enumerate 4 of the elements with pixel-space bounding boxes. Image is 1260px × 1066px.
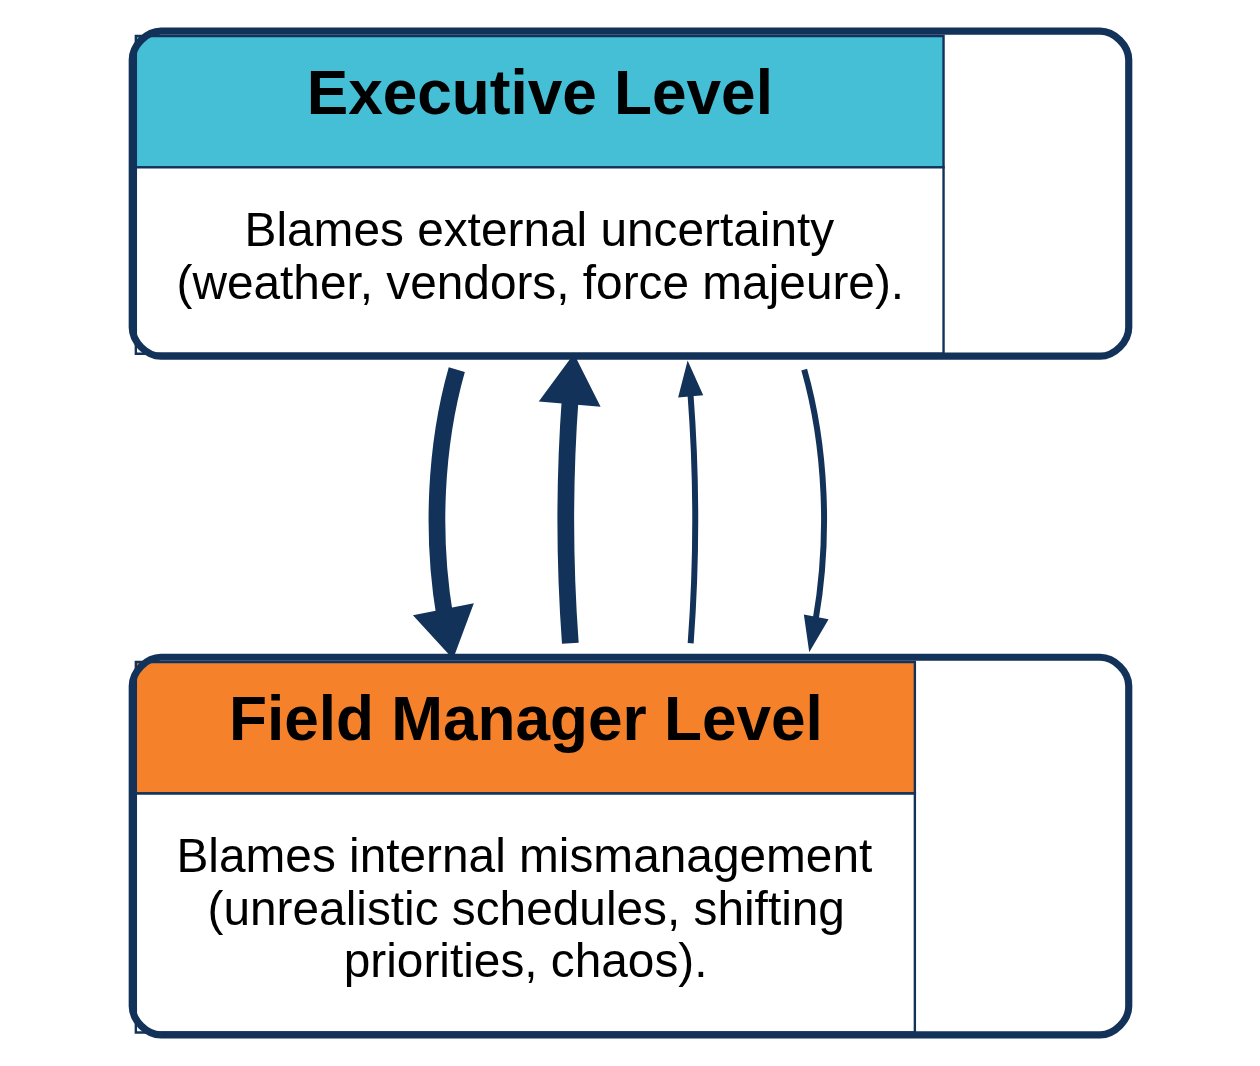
node-box: Executive Level Blames external uncertainty (weather, vendors, force majeure).: [128, 27, 1132, 360]
arrow: [677, 360, 703, 644]
node-box: Field Manager Level Blames internal mismanagement (unrealistic schedules, shifting priorities, chaos).: [128, 653, 1132, 1039]
arrow: [800, 368, 829, 653]
